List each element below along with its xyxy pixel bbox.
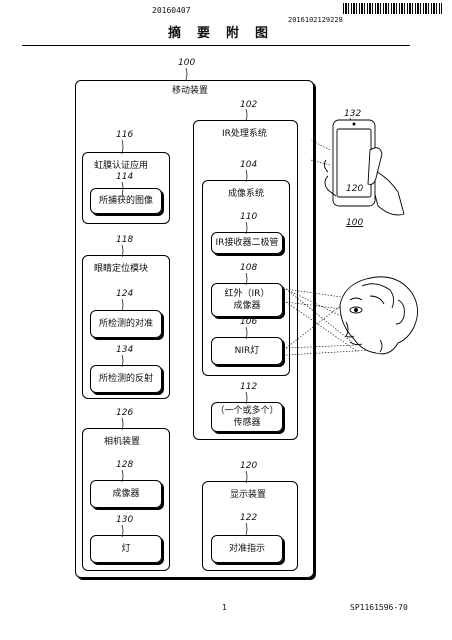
- nir-light-box: NIR灯: [211, 337, 283, 365]
- ir-system-label: IR处理系统: [222, 129, 267, 139]
- ir-receiver-box: IR接收器二极管: [211, 232, 283, 254]
- page-number: 1: [222, 603, 228, 612]
- publication-date: 20160407: [152, 6, 191, 15]
- ref-104: 104: [240, 160, 258, 170]
- ref-134: 134: [116, 345, 134, 355]
- document-ref: SP1161596-70: [350, 603, 408, 612]
- ir-system-box: [193, 120, 298, 440]
- detected-reflection-box: 所检测的反射: [90, 365, 162, 393]
- camera-device-box: [82, 428, 170, 571]
- sensors-label-line2: 传感器: [233, 418, 261, 428]
- face-illustration: [339, 276, 418, 355]
- sensors-label-line1: （一个或多个）: [215, 406, 279, 416]
- ref-102: 102: [240, 100, 258, 110]
- ir-imager-label-line1: 红外（IR）: [224, 289, 270, 299]
- camera-imager-box: 成像器: [90, 480, 162, 508]
- page-title: 摘要附图: [167, 26, 284, 41]
- sensors-box: （一个或多个） 传感器: [211, 402, 283, 432]
- alignment-indicator-box: 对准指示: [211, 535, 283, 563]
- ref-126: 126: [116, 408, 134, 418]
- ref-106: 106: [240, 317, 258, 327]
- ref-120: 120: [240, 461, 258, 471]
- ref-130: 130: [116, 515, 134, 525]
- ref-124: 124: [116, 289, 134, 299]
- phone-illustration: [323, 119, 405, 216]
- ref-116: 116: [116, 130, 134, 140]
- ref-110: 110: [240, 212, 258, 222]
- ref-100: 100: [178, 58, 196, 68]
- camera-device-label: 相机装置: [104, 437, 141, 447]
- ref-112: 112: [240, 382, 258, 392]
- detected-alignment-box: 所检测的对准: [90, 310, 162, 338]
- eye-module-box: [82, 255, 170, 399]
- ref-108: 108: [240, 263, 258, 273]
- camera-light-box: 灯: [90, 535, 162, 563]
- captured-image-box: 所捕获的图像: [90, 188, 162, 214]
- barcode: [343, 3, 442, 14]
- imaging-system-box: [202, 180, 290, 376]
- phone-ref-100: 100: [346, 218, 364, 228]
- mobile-device-box: [75, 80, 314, 578]
- display-device-box: [202, 481, 298, 571]
- ir-imager-box: 红外（IR） 成像器: [211, 283, 283, 317]
- eye-module-label: 眼睛定位模块: [94, 264, 149, 274]
- display-device-label: 显示装置: [230, 490, 267, 500]
- publication-id: 2016102129228: [288, 16, 343, 24]
- ref-114: 114: [116, 172, 134, 182]
- header-rule: [22, 45, 410, 46]
- imaging-system-label: 成像系统: [228, 189, 265, 199]
- ir-imager-label-line2: 成像器: [233, 301, 261, 311]
- phone-ref-132: 132: [344, 109, 362, 119]
- ref-128: 128: [116, 460, 134, 470]
- ref-122: 122: [240, 513, 258, 523]
- iris-app-box: [82, 152, 170, 224]
- phone-ref-120: 120: [346, 184, 364, 194]
- iris-app-label: 虹膜认证应用: [94, 161, 149, 171]
- mobile-device-label: 移动装置: [172, 86, 209, 96]
- ref-118: 118: [116, 235, 134, 245]
